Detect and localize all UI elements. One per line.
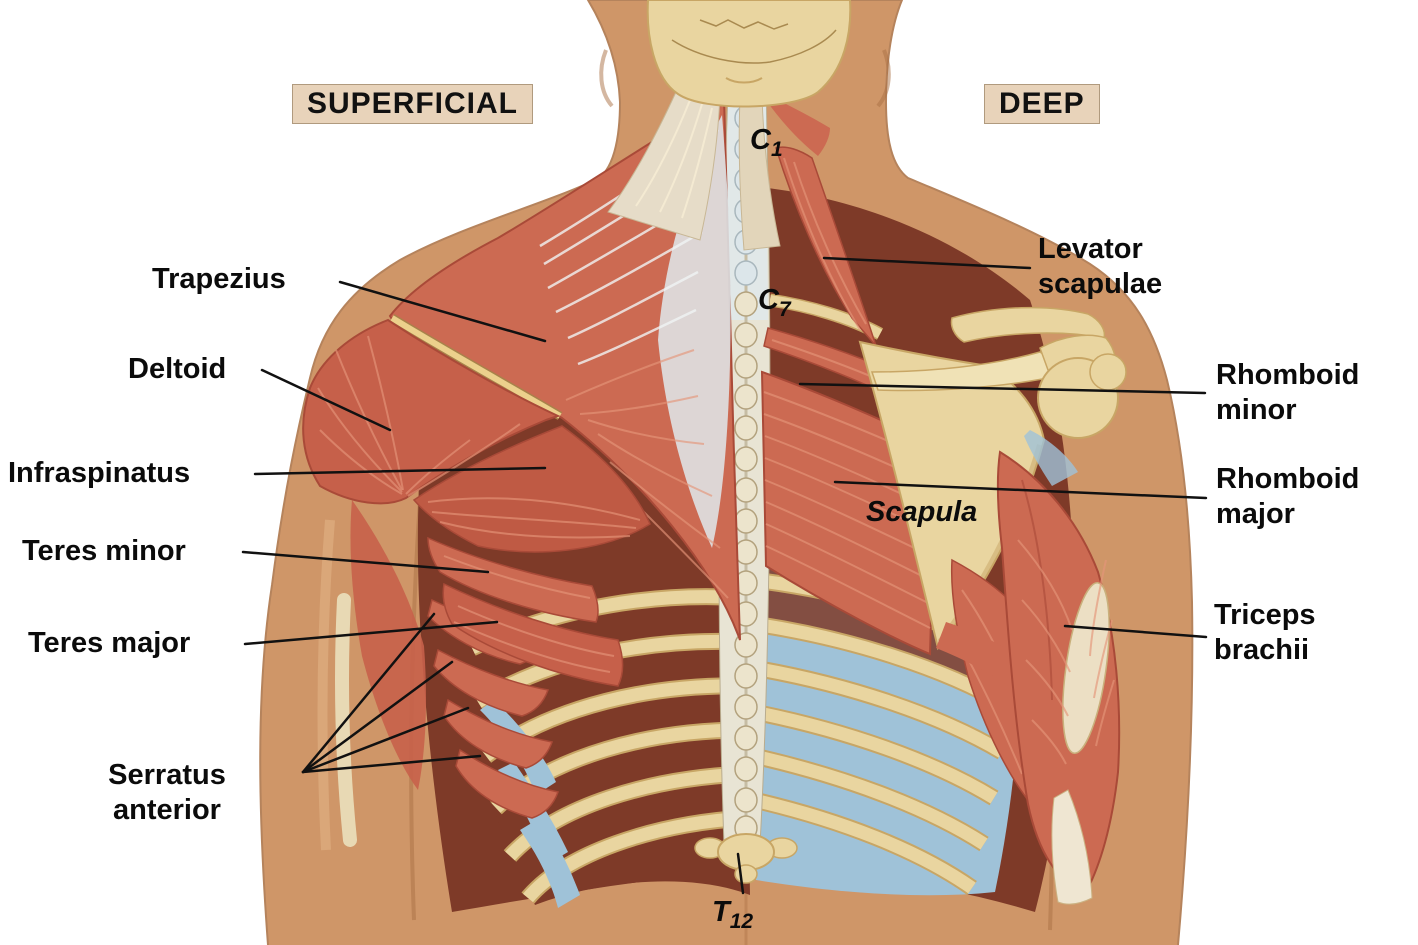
label-serratus-anterior: Serratus anterior — [108, 759, 226, 826]
t12-letter: T — [712, 896, 730, 928]
label-rhomboid-major: Rhomboid major — [1216, 463, 1360, 530]
right-ear-crease — [876, 49, 891, 108]
teres-major-leader — [243, 620, 499, 646]
serratus-leader-1 — [301, 612, 436, 774]
splenius-muscle — [766, 98, 830, 156]
left-arm-muscles — [335, 500, 426, 847]
teres-minor-leader — [241, 550, 490, 574]
neck-muscles — [607, 91, 781, 251]
leader-lines — [241, 256, 1208, 895]
levator-scapulae-muscle — [766, 98, 877, 347]
label-triceps-brachii: Triceps brachii — [1214, 599, 1316, 666]
label-levator-scapulae: Levator scapulae — [1038, 233, 1163, 300]
serratus-leader-3 — [301, 706, 470, 774]
skull — [646, 0, 852, 108]
label-t12: T12 — [712, 896, 753, 934]
superficial-heading: SUPERFICIAL — [292, 84, 534, 124]
infraspinatus-muscle — [412, 425, 651, 553]
t12-leader — [736, 852, 745, 895]
serratus-leader-4 — [301, 754, 482, 774]
label-c7: C7 — [758, 284, 791, 322]
scapula-bone — [858, 340, 1059, 651]
label-rhomboid-minor: Rhomboid minor — [1216, 359, 1360, 426]
label-c1: C1 — [750, 124, 783, 162]
scapular-spine-line — [389, 314, 563, 420]
triceps-brachii-muscle — [996, 450, 1121, 905]
rhomboid-minor-leader — [798, 382, 1207, 395]
label-teres-minor: Teres minor — [22, 535, 186, 567]
deltoid-leader — [260, 368, 392, 432]
shoulder-bones — [950, 306, 1127, 486]
label-deltoid: Deltoid — [128, 353, 227, 385]
triceps-brachii-leader — [1063, 624, 1208, 639]
rhomboid-major-leader — [833, 480, 1208, 500]
teres-major-muscle — [442, 582, 624, 687]
label-teres-major: Teres major — [28, 627, 191, 659]
label-infraspinatus: Infraspinatus — [8, 457, 191, 489]
c1-sub: 1 — [770, 137, 783, 161]
levator-scapulae-leader — [822, 256, 1032, 270]
infraspinatus-leader — [253, 466, 547, 476]
triceps-distal-tendon — [1051, 789, 1093, 905]
teres-minor-muscle — [427, 536, 599, 623]
serratus-leader-2 — [301, 660, 454, 774]
skull-suture — [671, 29, 837, 64]
label-trapezius: Trapezius — [152, 263, 286, 295]
deep-heading: DEEP — [984, 84, 1100, 124]
c1-letter: C — [750, 124, 771, 156]
label-scapula: Scapula — [866, 496, 978, 528]
t12-sub: 12 — [729, 909, 754, 933]
c7-sub: 7 — [778, 297, 791, 321]
c7-letter: C — [758, 284, 779, 316]
trapezius-leader — [338, 280, 547, 343]
left-ear-crease — [599, 49, 614, 108]
deltoid-muscle — [302, 318, 561, 505]
